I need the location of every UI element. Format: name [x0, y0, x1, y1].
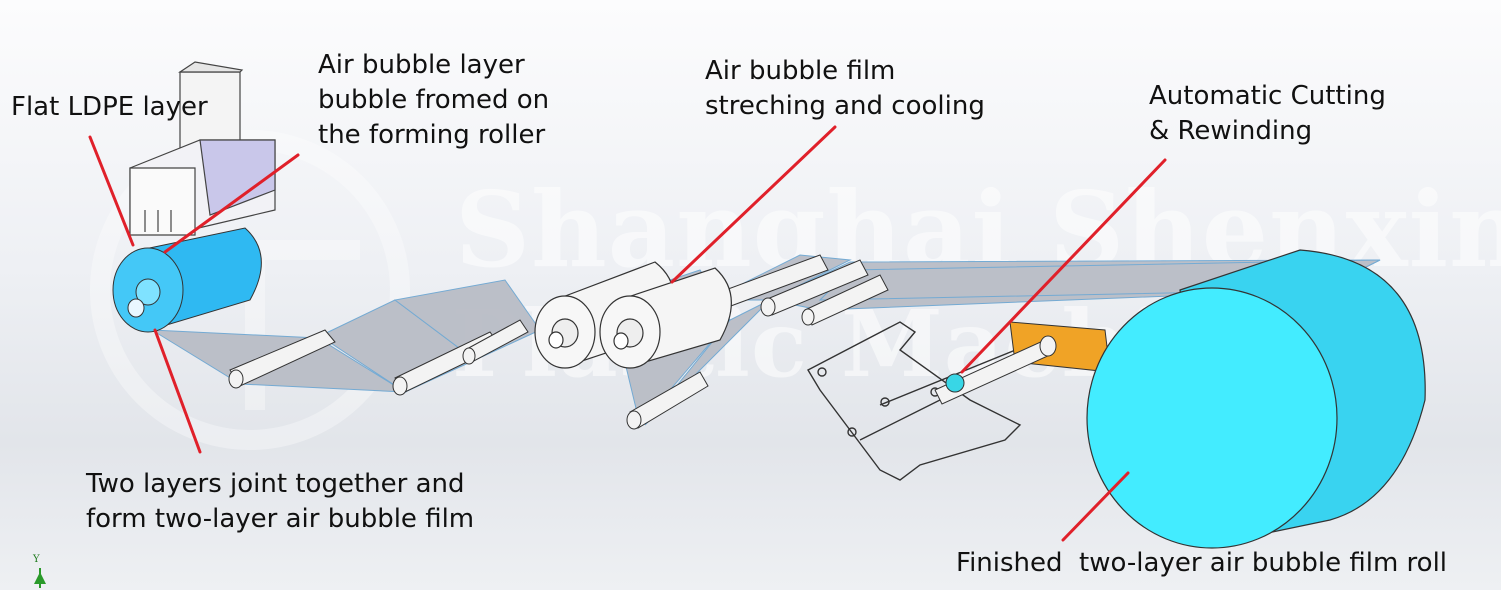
label-air-bubble-layer-line-2: bubble fromed on [318, 85, 550, 115]
label-two-layers-joint: Two layers joint together and form two-l… [86, 467, 474, 537]
label-cutting-line-1: Automatic Cutting [1149, 81, 1386, 111]
label-stretching-line-2: streching and cooling [705, 91, 985, 121]
axis-arrow-icon [34, 568, 46, 588]
cooling-rollers [534, 261, 732, 369]
forming-roller [112, 227, 262, 333]
axis-y-label: Y [33, 554, 40, 565]
extruder-head [129, 61, 276, 236]
label-air-bubble-layer: Air bubble layer bubble fromed on the fo… [318, 48, 549, 153]
label-air-bubble-layer-line-1: Air bubble layer [318, 50, 525, 80]
leader-lines [88, 125, 1167, 542]
label-air-bubble-layer-line-3: the forming roller [318, 120, 546, 150]
label-finished-roll: Finished two-layer air bubble film roll [956, 548, 1448, 578]
label-cutting-rewinding: Automatic Cutting & Rewinding [1149, 79, 1386, 149]
rewind-arm [934, 321, 1111, 405]
label-flat-ldpe-layer: Flat LDPE layer [11, 92, 208, 122]
label-two-layers-line-1: Two layers joint together and [86, 469, 465, 499]
label-two-layers-line-2: form two-layer air bubble film [86, 504, 475, 534]
label-cutting-line-2: & Rewinding [1149, 116, 1313, 146]
idler-rollers [228, 254, 889, 430]
finished-roll [1086, 249, 1426, 549]
label-stretching-line-1: Air bubble film [705, 56, 896, 86]
cutting-frame [807, 321, 1041, 481]
y-axis-triad: Y [33, 554, 47, 588]
label-stretching-cooling: Air bubble film streching and cooling [705, 54, 985, 124]
